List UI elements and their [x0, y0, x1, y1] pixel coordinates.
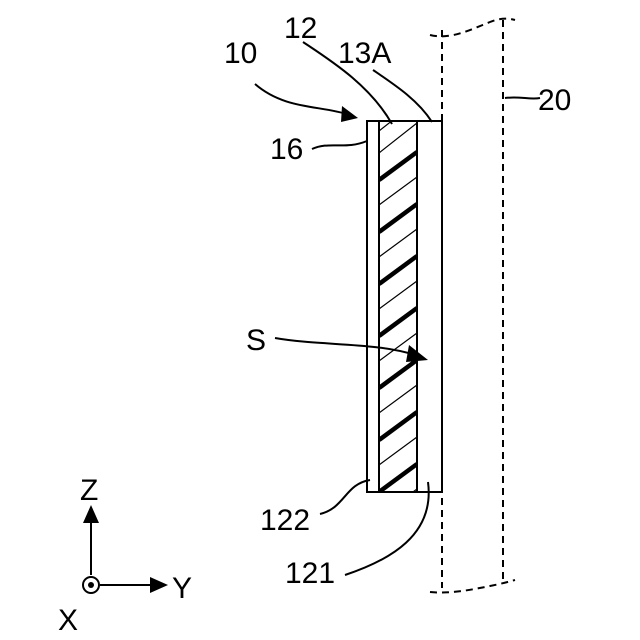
label-16: 16	[270, 133, 303, 166]
label-122: 122	[260, 504, 310, 537]
x-axis-dot	[88, 582, 94, 588]
label-13A: 13A	[338, 37, 391, 70]
y-axis-arrowhead	[150, 577, 168, 593]
axis-label-z: Z	[80, 474, 98, 507]
leader-10-arrowhead	[341, 106, 358, 122]
leader-10	[255, 84, 350, 115]
layer-13A	[417, 121, 442, 492]
label-121: 121	[285, 557, 335, 590]
axes-indicator: Z Y X	[58, 474, 192, 637]
label-S: S	[246, 324, 266, 357]
leader-16	[312, 141, 367, 149]
layer-16	[367, 121, 379, 492]
layer-12	[379, 101, 417, 517]
leader-121	[345, 482, 429, 575]
layer-12-hatching	[379, 101, 417, 517]
label-20: 20	[538, 84, 571, 117]
axis-label-y: Y	[172, 572, 192, 605]
label-10: 10	[224, 37, 257, 70]
z-axis-arrowhead	[83, 505, 99, 523]
axis-label-x: X	[58, 604, 78, 637]
leader-S	[275, 338, 415, 355]
leader-13A	[373, 70, 432, 122]
label-12: 12	[284, 12, 317, 45]
leader-20	[505, 97, 540, 98]
leader-122	[320, 480, 370, 514]
